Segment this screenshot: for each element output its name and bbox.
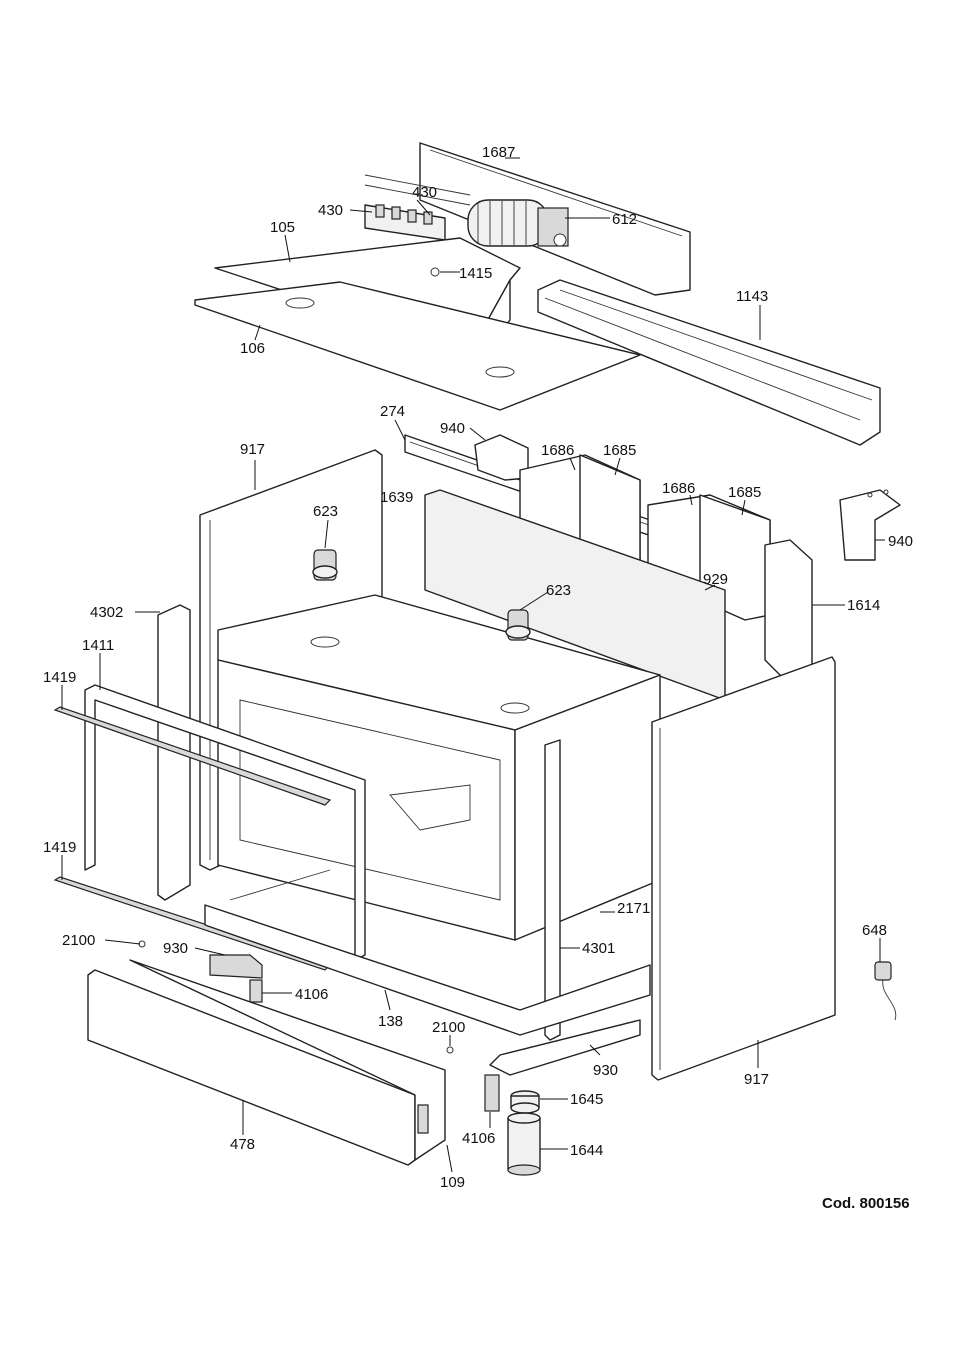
callout-1644: 1644 bbox=[570, 1142, 603, 1159]
callout-1639: 1639 bbox=[380, 489, 413, 506]
control-trim-1143 bbox=[537, 279, 881, 446]
gasket-1419-top bbox=[53, 706, 332, 806]
callout-1411: 1411 bbox=[82, 637, 114, 654]
sensor-648 bbox=[874, 961, 897, 1021]
side-panel-917-right bbox=[651, 656, 836, 1081]
base-frame-138 bbox=[204, 869, 651, 1036]
callout-1645: 1645 bbox=[570, 1091, 603, 1108]
callout-917-a: 917 bbox=[240, 441, 265, 458]
callout-1415: 1415 bbox=[459, 265, 492, 282]
drawer-front-478 bbox=[87, 959, 446, 1166]
callout-940-a: 940 bbox=[440, 420, 465, 437]
callout-623-a: 623 bbox=[313, 503, 338, 520]
callout-623-b: 623 bbox=[546, 582, 571, 599]
callout-940-b: 940 bbox=[888, 533, 913, 550]
hinge-4106-left bbox=[249, 979, 263, 1003]
callout-2100-a: 2100 bbox=[62, 932, 95, 949]
callout-4301: 4301 bbox=[582, 940, 615, 957]
gasket-1419-bottom bbox=[53, 876, 332, 971]
callout-105: 105 bbox=[270, 219, 295, 236]
callout-274: 274 bbox=[380, 403, 405, 420]
callout-1143: 1143 bbox=[736, 288, 768, 305]
callout-930-b: 930 bbox=[593, 1062, 618, 1079]
callout-1419-a: 1419 bbox=[43, 669, 76, 686]
callout-929: 929 bbox=[703, 571, 728, 588]
door-frame-1411 bbox=[84, 684, 366, 961]
callout-4106-b: 4106 bbox=[462, 1130, 495, 1147]
callout-1685-a: 1685 bbox=[603, 442, 636, 459]
hinge-930-left bbox=[209, 954, 263, 979]
callout-430-b: 430 bbox=[318, 202, 343, 219]
callout-648: 648 bbox=[862, 922, 887, 939]
callout-1687: 1687 bbox=[482, 144, 515, 161]
callout-930-a: 930 bbox=[163, 940, 188, 957]
leader-lines bbox=[61, 157, 885, 1173]
callout-478: 478 bbox=[230, 1136, 255, 1153]
screw-2100-right bbox=[446, 1046, 454, 1054]
foot-cap-1645 bbox=[510, 1090, 540, 1114]
callout-1686-a: 1686 bbox=[541, 442, 574, 459]
thermostat-623-left bbox=[312, 549, 338, 581]
drawing-code: Cod. 800156 bbox=[822, 1195, 910, 1212]
callout-labels: 1687 430 430 612 105 1415 1143 106 274 9… bbox=[43, 144, 913, 1191]
callout-612: 612 bbox=[612, 211, 637, 228]
callout-4106-a: 4106 bbox=[295, 986, 328, 1003]
frame-4301 bbox=[544, 739, 561, 1041]
callout-917-b: 917 bbox=[744, 1071, 769, 1088]
callout-2171: 2171 bbox=[617, 900, 650, 917]
bracket-940-right bbox=[839, 489, 901, 561]
callout-106: 106 bbox=[240, 340, 265, 357]
callout-109: 109 bbox=[440, 1174, 465, 1191]
callout-1419-b: 1419 bbox=[43, 839, 76, 856]
callout-430-a: 430 bbox=[412, 184, 437, 201]
callout-4302: 4302 bbox=[90, 604, 123, 621]
base-top-panel-106 bbox=[194, 281, 641, 411]
fan-motor-612 bbox=[467, 199, 569, 247]
hinge-930-right bbox=[489, 1019, 641, 1076]
foot-1644 bbox=[507, 1112, 541, 1176]
back-panel-1614 bbox=[424, 489, 813, 701]
callout-1685-b: 1685 bbox=[728, 484, 761, 501]
callout-138: 138 bbox=[378, 1013, 403, 1030]
hinge-4106-right bbox=[484, 1074, 500, 1112]
switch-block-430 bbox=[364, 174, 471, 241]
callout-2100-b: 2100 bbox=[432, 1019, 465, 1036]
callout-1614: 1614 bbox=[847, 597, 880, 614]
thermostat-623-mid bbox=[505, 609, 531, 641]
callout-1686-b: 1686 bbox=[662, 480, 695, 497]
